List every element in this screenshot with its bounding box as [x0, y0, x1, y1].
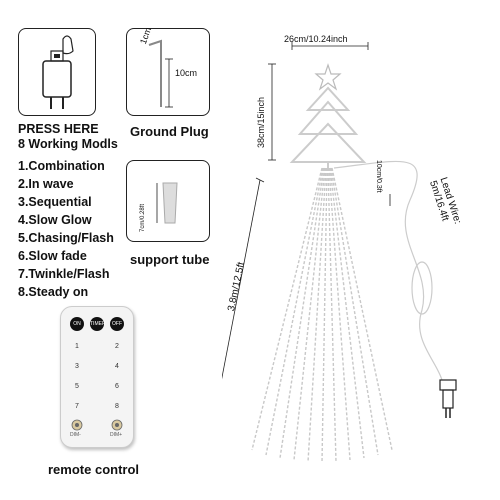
mode-item: 8.Steady on — [18, 285, 89, 299]
lead-wire — [333, 160, 443, 381]
remote-number-button[interactable]: 4 — [115, 363, 119, 370]
remote-off-button[interactable]: OFF — [110, 317, 124, 331]
mode-item: 6.Slow fade — [18, 249, 87, 263]
mode-item: 2.In wave — [18, 177, 74, 191]
remote-number-button[interactable]: 3 — [75, 363, 79, 370]
mode-item: 1.Combination — [18, 159, 105, 173]
remote-number-button[interactable]: 5 — [75, 383, 79, 390]
mode-item: 4.Slow Glow — [18, 213, 92, 227]
light-strands — [251, 167, 393, 463]
remote-number-button[interactable]: 6 — [115, 383, 119, 390]
tree-star-icon — [314, 63, 342, 91]
strand-spacing-label: 10cm/0.3ft — [375, 160, 382, 193]
tree-width-label: 26cm/10.24inch — [284, 34, 348, 44]
ground-plug-caption: Ground Plug — [130, 124, 209, 139]
dim-plus-icon[interactable] — [111, 419, 123, 431]
remote-number-button[interactable]: 7 — [75, 403, 79, 410]
support-tube-panel — [126, 160, 210, 242]
press-here-label: PRESS HERE — [18, 122, 99, 136]
tree-middle-tier — [297, 100, 359, 135]
tree-top-tier — [305, 86, 351, 111]
ground-plug-panel — [126, 28, 210, 116]
support-tube-dim: 7cm/0.28ft — [140, 203, 146, 232]
dim-plus-label: DIM+ — [110, 432, 123, 438]
support-tube-caption: support tube — [130, 252, 210, 267]
working-modes-label: 8 Working Modls — [18, 137, 118, 151]
end-plug-icon — [439, 379, 457, 418]
remote-number-button[interactable]: 2 — [115, 343, 119, 350]
plug-panel — [18, 28, 96, 116]
remote-number-button[interactable]: 1 — [75, 343, 79, 350]
remote-control-caption: remote control — [48, 462, 140, 477]
dim-minus-label: DIM- — [70, 432, 81, 438]
remote-timer-button[interactable]: TIMER — [90, 317, 106, 331]
ground-stake-icon — [148, 39, 173, 108]
remote-number-button[interactable]: 8 — [115, 403, 119, 410]
plug-adapter-icon — [42, 35, 74, 109]
tree-light-diagram — [222, 42, 457, 463]
mode-item: 5.Chasing/Flash — [18, 231, 114, 245]
remote-control: ON TIMER OFF 1 2 3 4 5 6 7 8 DIM- DIM+ — [60, 306, 134, 448]
ground-plug-dim-large: 10cm — [175, 68, 198, 78]
tree-height-label: 38cm/15inch — [256, 96, 266, 148]
support-tube-icon — [156, 182, 178, 224]
mode-item: 3.Sequential — [18, 195, 92, 209]
remote-on-button[interactable]: ON — [70, 317, 84, 331]
dim-minus-icon[interactable] — [71, 419, 83, 431]
mode-item: 7.Twinkle/Flash — [18, 267, 110, 281]
